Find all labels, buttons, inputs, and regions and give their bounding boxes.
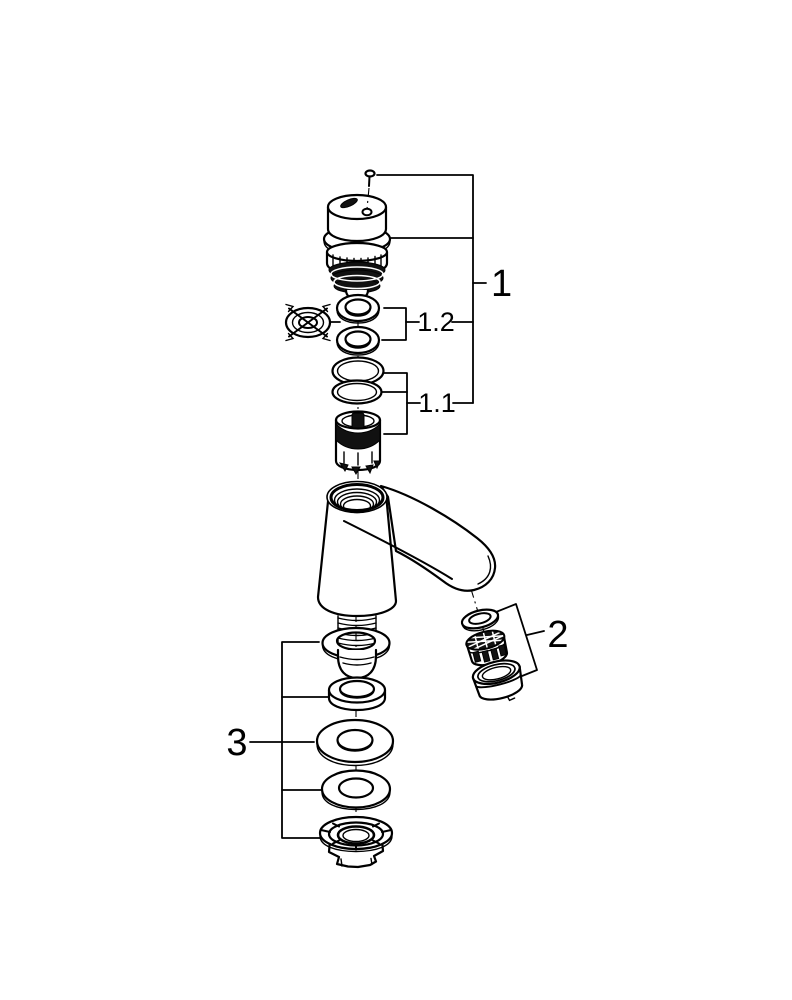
shank-dome-end [336, 648, 378, 680]
base-gasket [320, 769, 392, 811]
flow-restrictor [334, 410, 382, 476]
spacer-ring [327, 676, 387, 712]
callout-label-3: 3 [226, 722, 247, 764]
callout-label-1-1: 1.1 [418, 388, 456, 418]
mounting-nut [318, 815, 394, 869]
washer-lower [335, 325, 381, 356]
callout-label-2: 2 [547, 614, 568, 656]
fastening-screw [364, 169, 376, 210]
aerator-insert [464, 629, 508, 671]
o-ring-lower [331, 379, 383, 405]
callout-labels: 1 1.2 1.1 2 3 [226, 263, 568, 764]
cross-strainer [284, 303, 332, 342]
callout-leader-lines [249, 174, 545, 839]
tap-body-with-spout [316, 480, 497, 618]
aerator-seal [460, 608, 500, 632]
base-washer [315, 718, 395, 767]
callout-label-1-2: 1.2 [417, 307, 455, 337]
headpart-cartridge [322, 193, 392, 301]
callout-label-1: 1 [491, 263, 512, 305]
aerator-housing [471, 659, 524, 702]
washer-upper [335, 293, 381, 324]
